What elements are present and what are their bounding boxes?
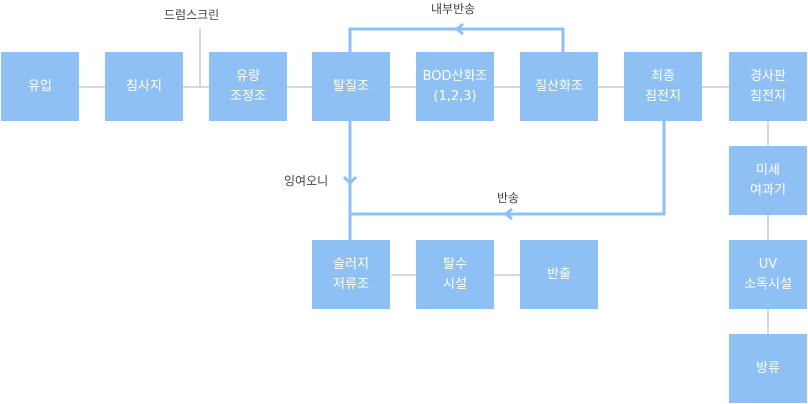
step-nitrification: 질산화조 [520,52,598,121]
internal-return-arrow-icon [454,22,464,36]
step-nitrification-label: 질산화조 [535,78,583,94]
flow-lines [348,27,666,241]
return-arrow-icon [503,207,513,221]
step-final-clarifier-label-2: 침전지 [645,88,681,104]
step-micro-filter-label-2: 여과기 [750,182,786,198]
drum-screen-label: 드럼스크린 [164,8,220,22]
step-dewatering: 탈수 시설 [416,240,494,309]
step-final-clarifier-label-1: 최종 [651,68,675,84]
step-uv-disinfection: UV 소독시설 [729,240,807,309]
step-inflow-label: 유입 [28,78,52,94]
step-sludge-storage: 슬러지 저류조 [312,240,390,309]
step-uv-disinfection-label-2: 소독시설 [744,276,792,292]
step-dewatering-label-1: 탈수 [443,256,467,272]
return-label: 반송 [497,191,520,205]
step-screen-label: 침사지 [126,78,162,94]
step-discharge: 방류 [729,334,807,403]
step-bod-oxidation-label-2: (1,2,3) [433,88,477,104]
step-press-clarifier-label-2: 침전지 [750,88,786,104]
step-export: 반출 [520,240,598,309]
excess-sludge-label: 잉여오니 [284,174,329,188]
arrows [342,22,513,221]
step-press-clarifier: 경사판 침전지 [729,52,807,121]
step-final-clarifier: 최종 침전지 [624,52,702,121]
step-flow-control-label-1: 유량 [236,68,260,84]
step-export-label: 반출 [547,266,571,282]
step-flow-control-label-2: 조정조 [230,88,266,104]
return-line [350,121,666,216]
step-bod-oxidation: BOD산화조 (1,2,3) [416,52,494,121]
step-inflow: 유입 [1,52,79,121]
step-denitrification: 탈질조 [312,52,390,121]
step-micro-filter: 미세 여과기 [729,146,807,215]
step-discharge-label: 방류 [756,360,780,376]
step-screen: 침사지 [105,52,183,121]
internal-return-line [348,27,565,52]
step-sludge-storage-label-1: 슬러지 [333,256,369,272]
step-sludge-storage-label-2: 저류조 [333,276,369,292]
step-denitrification-label: 탈질조 [333,78,369,94]
step-dewatering-label-2: 시설 [443,276,467,292]
step-press-clarifier-label-1: 경사판 [750,68,786,84]
step-uv-disinfection-label-1: UV [758,256,778,272]
excess-sludge-arrow-icon [342,175,358,186]
step-micro-filter-label-1: 미세 [756,162,780,178]
internal-return-label: 내부반송 [431,2,476,16]
step-bod-oxidation-label-1: BOD산화조 [422,68,488,84]
step-flow-control: 유량 조정조 [209,52,287,121]
